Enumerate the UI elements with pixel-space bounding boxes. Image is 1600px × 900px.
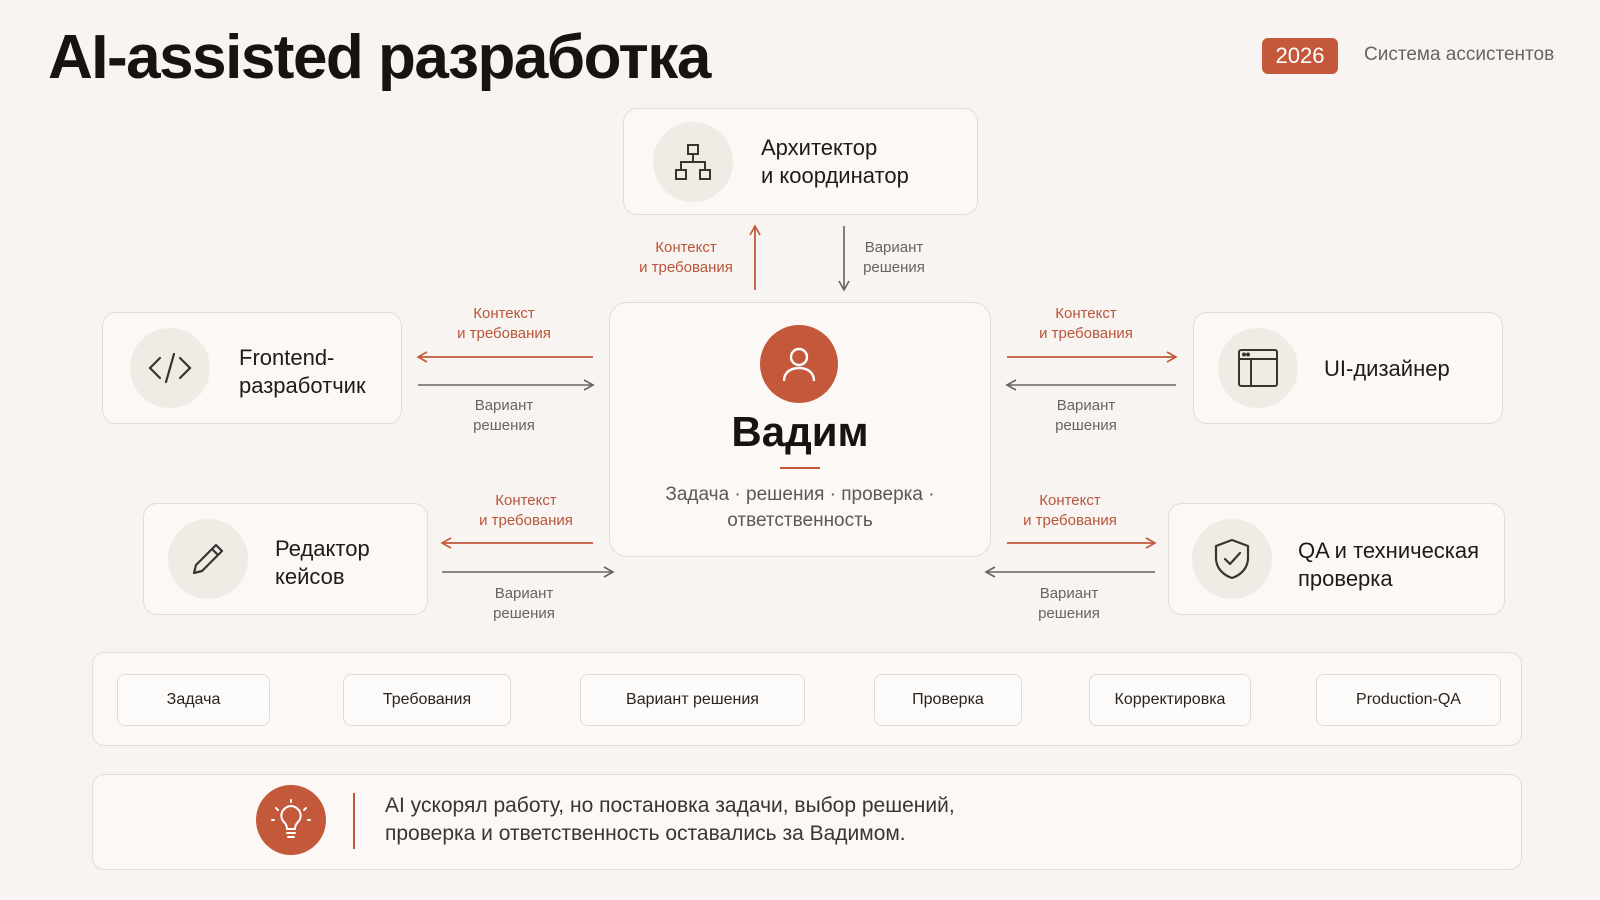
step-requirements: Требования	[343, 674, 511, 726]
arrow-label-context-qa: Контекст и требования	[1023, 492, 1117, 529]
node-editor-label: Редактор кейсов	[275, 536, 370, 589]
year-badge: 2026	[1262, 38, 1338, 74]
node-qa-label: QA и техническая проверка	[1298, 538, 1480, 591]
hierarchy-icon	[653, 122, 733, 202]
step-check: Проверка	[874, 674, 1022, 726]
node-frontend-label: Frontend- разработчик	[239, 345, 366, 398]
shield-check-icon	[1192, 519, 1272, 599]
page-title: AI-assisted разработка	[48, 23, 711, 92]
arrow-label-solution-frontend: Вариант решения	[473, 397, 535, 434]
note-text: AI ускорял работу, но постановка задачи,…	[385, 794, 955, 845]
node-architect-label: Архитектор и координатор	[761, 135, 909, 188]
center-divider	[780, 467, 820, 469]
lightbulb-icon	[256, 785, 326, 855]
step-task: Задача	[117, 674, 270, 726]
arrow-label-context-editor: Контекст и требования	[479, 492, 573, 529]
step-production-qa: Production-QA	[1316, 674, 1501, 726]
arrow-label-solution-designer: Вариант решения	[1055, 397, 1117, 434]
arrow-label-context-designer: Контекст и требования	[1039, 305, 1133, 342]
node-designer-label: UI-дизайнер	[1324, 356, 1450, 381]
note-panel	[92, 774, 1522, 870]
step-solution-variant: Вариант решения	[580, 674, 805, 726]
process-steps-panel	[92, 652, 1522, 746]
arrow-label-solution-qa: Вариант решения	[1038, 585, 1100, 622]
center-name: Вадим	[731, 408, 869, 455]
arrow-label-context-frontend: Контекст и требования	[457, 305, 551, 342]
arrow-label-solution-architect: Вариант решения	[863, 239, 925, 276]
pencil-icon	[168, 519, 248, 599]
note-divider	[353, 793, 355, 849]
code-icon	[130, 328, 210, 408]
layout-icon	[1218, 328, 1298, 408]
arrow-label-context-architect: Контекст и требования	[639, 239, 733, 276]
step-correction: Корректировка	[1089, 674, 1251, 726]
page-subtitle: Система ассистентов	[1364, 44, 1555, 65]
center-description: Задача · решения · проверка · ответствен…	[665, 484, 935, 531]
user-icon	[760, 325, 838, 403]
arrow-label-solution-editor: Вариант решения	[493, 585, 555, 622]
